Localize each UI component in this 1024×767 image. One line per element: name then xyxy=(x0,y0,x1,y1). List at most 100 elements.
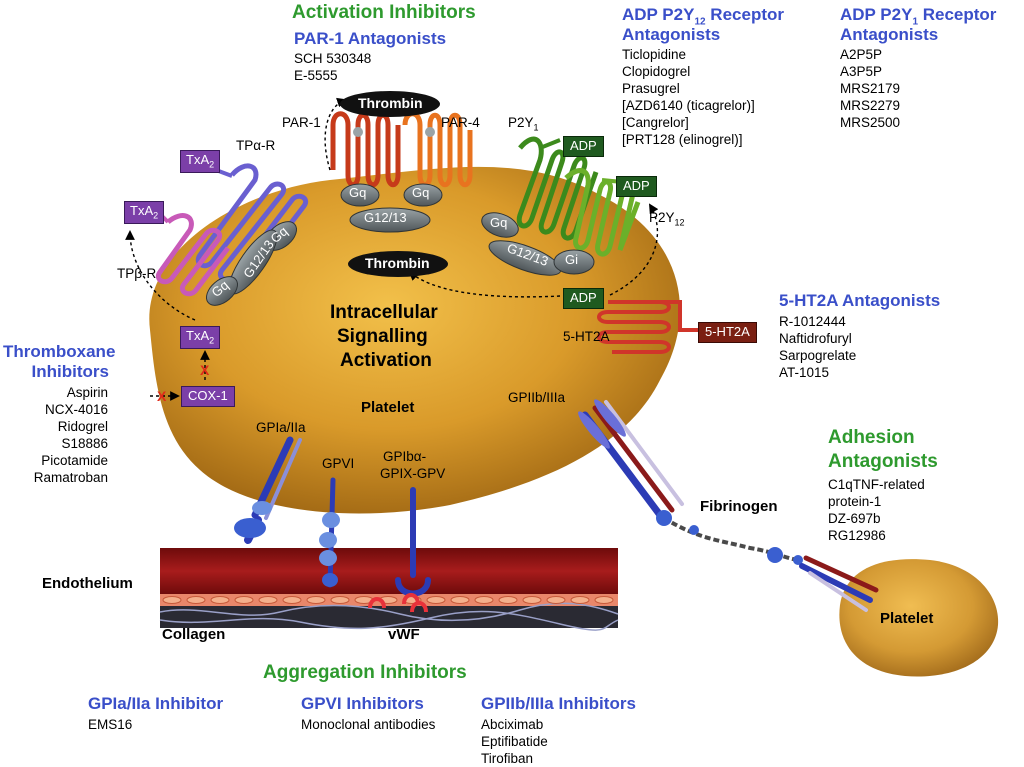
list-item: A3P5P xyxy=(840,64,883,79)
gpia-label: GPIa/IIa xyxy=(256,420,306,435)
collagen-label: Collagen xyxy=(162,626,226,643)
gpiib-label: GPIIb/IIIa xyxy=(508,390,566,405)
endothelial-cell xyxy=(162,596,182,604)
list-item: DZ-697b xyxy=(828,511,881,526)
gpia-receptor xyxy=(234,436,302,544)
p2y1-receptor xyxy=(516,136,599,241)
endothelial-cell xyxy=(594,596,614,604)
endothelium-layer xyxy=(159,548,619,631)
par4-cleavage-site xyxy=(425,127,435,137)
aggregation-title: Aggregation Inhibitors xyxy=(263,662,467,683)
list-item: Aspirin xyxy=(66,385,108,400)
ht2a-box: 5-HT2A xyxy=(698,322,757,343)
gpia-inhibitor-list: EMS16 xyxy=(88,716,132,733)
tpb-receptor xyxy=(156,213,230,297)
g-protein-oval xyxy=(349,207,431,233)
ht2a-antagonists-heading: 5-HT2A Antagonists xyxy=(779,291,941,310)
endothelial-cell xyxy=(450,596,470,604)
g-protein-oval xyxy=(553,249,595,275)
gq-label-p2y: Gq xyxy=(490,215,508,230)
endothelial-cell xyxy=(474,596,494,604)
list-item: R-1012444 xyxy=(779,314,846,329)
platelet-label: Platelet xyxy=(361,399,415,416)
gi-label: Gi xyxy=(565,252,578,267)
list-item: MRS2279 xyxy=(840,98,901,113)
p2y12-label: P2Y12 xyxy=(649,210,685,228)
par1-label: PAR-1 xyxy=(282,115,321,130)
endothelial-cell xyxy=(306,596,326,604)
endothelial-cell xyxy=(570,596,590,604)
endothelial-cell xyxy=(498,596,518,604)
txa2-box-bottom: TxA2 xyxy=(180,326,221,349)
list-item: RG12986 xyxy=(828,528,886,543)
g-protein-oval xyxy=(481,212,519,238)
platelet-body xyxy=(149,166,681,514)
gpib-label-line2: GPIX-GPV xyxy=(380,466,446,481)
gq-label-par4: Gq xyxy=(412,185,430,200)
adp-box-p2y1: ADP xyxy=(563,136,604,157)
gpvi-inhibitors-heading: GPVI Inhibitors xyxy=(301,694,424,713)
list-item: Ticlopidine xyxy=(622,47,687,62)
par4-receptor xyxy=(402,111,473,188)
thromboxane-heading-line1: Thromboxane xyxy=(3,342,116,361)
p2y1-label: P2Y1 xyxy=(508,115,539,133)
list-item: Naftidrofuryl xyxy=(779,331,852,346)
endothelial-cell xyxy=(546,596,566,604)
fibrinogen-chain xyxy=(656,510,803,565)
tpa-receptor xyxy=(195,163,308,284)
gpvi-label: GPVI xyxy=(322,456,355,471)
gpvi-receptor xyxy=(319,477,340,588)
list-item: C1qTNF-related xyxy=(828,477,925,492)
g-protein-oval xyxy=(340,183,380,207)
list-item: Monoclonal antibodies xyxy=(301,717,436,732)
endothelial-cell xyxy=(426,596,446,604)
list-item: Clopidogrel xyxy=(622,64,691,79)
endothelial-cell xyxy=(522,596,542,604)
list-item: [Cangrelor] xyxy=(622,115,689,130)
cox1-box: COX-1 xyxy=(181,386,235,407)
list-item: AT-1015 xyxy=(779,365,830,380)
p2y1-heading-line1: ADP P2Y1 Receptor xyxy=(840,5,997,28)
tpb-r-label: TPβ-R xyxy=(117,266,157,281)
txa2-box-top: TxA2 xyxy=(180,150,221,173)
g-proteins xyxy=(206,183,595,306)
vwf-label: vWF xyxy=(388,626,420,643)
txa2-box-left: TxA2 xyxy=(124,201,165,224)
list-item: S18886 xyxy=(61,436,108,451)
gpib-label-line1: GPIbα- xyxy=(383,449,427,464)
thromboxane-heading-line2: Inhibitors xyxy=(31,362,109,381)
center-label-line2: Signalling xyxy=(337,326,428,347)
tpa-r-label: TPα-R xyxy=(236,138,276,153)
thrombin-mid-oval xyxy=(348,251,448,277)
g-protein-oval xyxy=(206,276,238,306)
thrombin-top-label: Thrombin xyxy=(358,95,423,111)
list-item: NCX-4016 xyxy=(44,402,108,417)
list-item: MRS2500 xyxy=(840,115,901,130)
vwf-binding xyxy=(368,593,428,613)
gpvi-inhibitors-list: Monoclonal antibodies xyxy=(301,716,435,733)
endothelial-cell xyxy=(258,596,278,604)
adhesion-heading-line1: Adhesion xyxy=(828,427,915,448)
p2y1-heading-line2: Antagonists xyxy=(840,25,939,44)
center-label-line3: Activation xyxy=(340,350,432,371)
gpia-inhibitor-heading: GPIa/IIa Inhibitor xyxy=(88,694,224,713)
aspirin-block-x: X xyxy=(157,388,167,404)
endothelial-cell xyxy=(210,596,230,604)
adp-box-p2y12: ADP xyxy=(616,176,657,197)
list-item: MRS2179 xyxy=(840,81,901,96)
list-item: A2P5P xyxy=(840,47,883,62)
p2y12-heading-line2: Antagonists xyxy=(622,25,721,44)
second-platelet-label: Platelet xyxy=(880,610,934,627)
gpiib-inhibitors-heading: GPIIb/IIIa Inhibitors xyxy=(481,694,636,713)
par4-label: PAR-4 xyxy=(441,115,480,130)
g1213-label-par: G12/13 xyxy=(364,210,407,225)
list-item: EMS16 xyxy=(88,717,133,732)
adhesion-heading-line2: Antagonists xyxy=(828,451,938,472)
